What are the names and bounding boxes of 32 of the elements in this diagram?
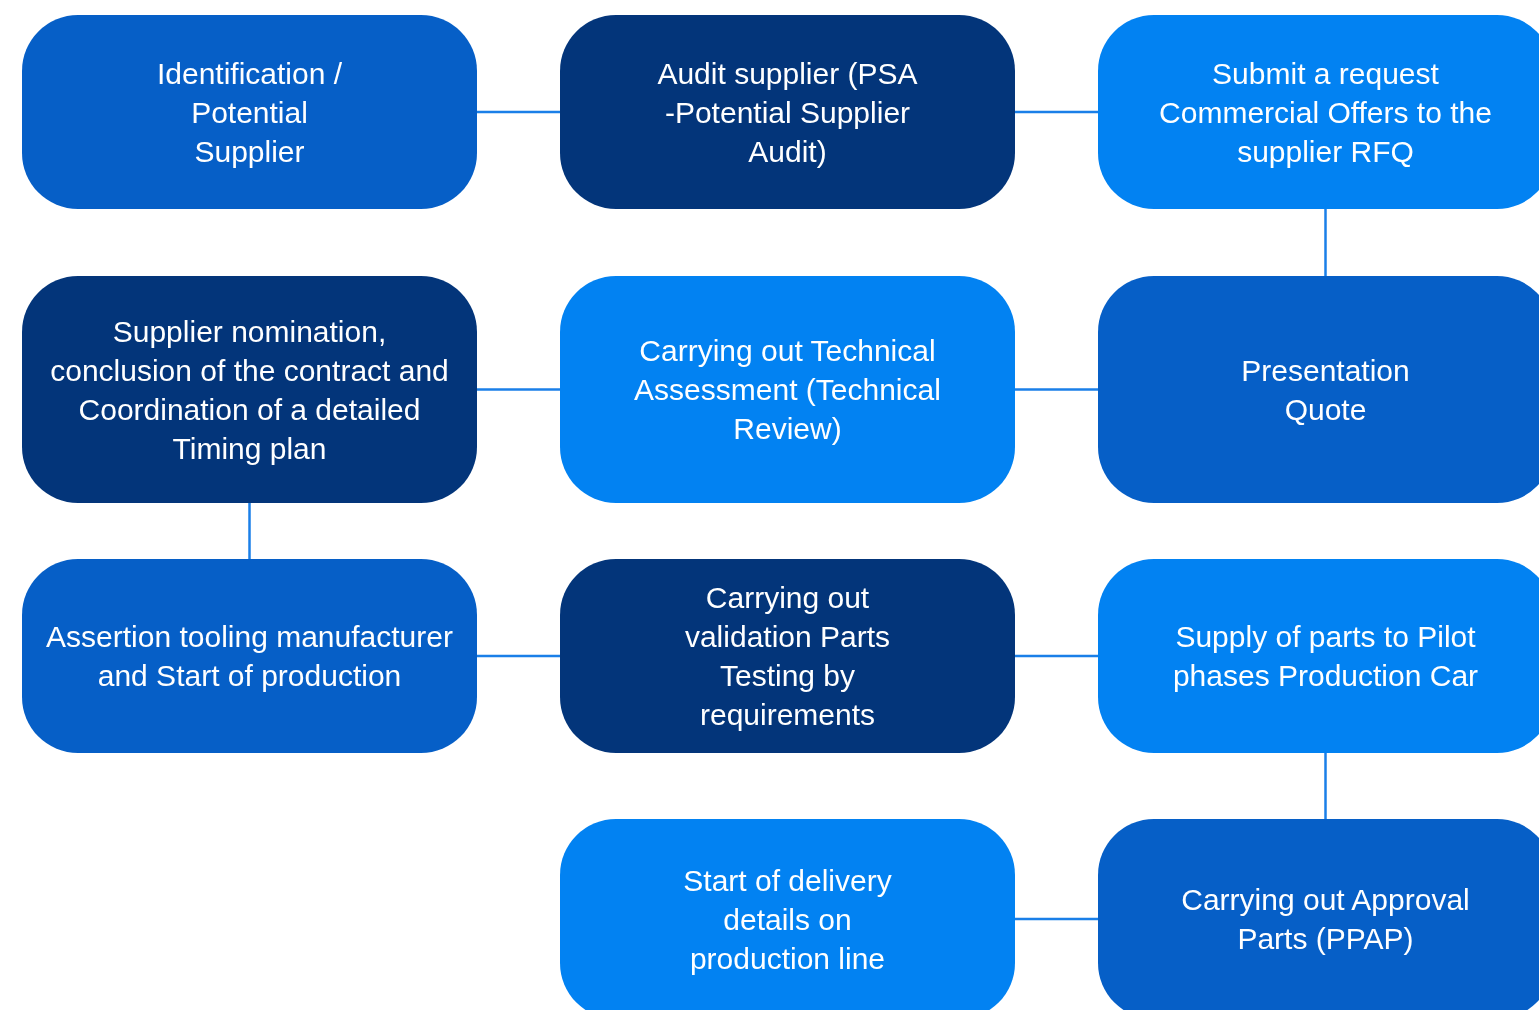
connector-line: [1015, 654, 1098, 658]
connector-line: [477, 110, 560, 114]
step-text: Submit a request Commercial Offers to the supplier RFQ: [1158, 55, 1493, 170]
process-box: [1098, 15, 1539, 209]
connector-line: [1324, 753, 1327, 819]
step-text: Supply of parts to Pilot phases Production Car: [1171, 619, 1480, 694]
process-box: [1098, 559, 1539, 753]
step-text: Carrying out Approval Parts (PPAP): [1180, 882, 1471, 957]
step-text: Presentation Quote: [1240, 352, 1411, 428]
connector-line: [477, 654, 560, 658]
connector-line: [477, 388, 560, 391]
step-text: Assertion tooling manufacturer and Start of production: [45, 619, 454, 694]
step-text: Identification / Potential Supplier: [155, 55, 344, 170]
process-box: [560, 559, 1015, 753]
connector-line: [1015, 388, 1098, 391]
process-box: [22, 15, 477, 209]
process-box: [560, 15, 1015, 209]
process-box: [1098, 819, 1539, 1010]
step-text: Audit supplier (PSA -Potential Supplier Audit): [656, 55, 919, 170]
connector-line: [1015, 917, 1098, 921]
step-text: Supplier nomination, conclusion of the contract and Coordination of a detailed Timing plan: [49, 313, 450, 467]
step-text: Start of delivery details on production line: [682, 862, 893, 977]
process-box: [1098, 276, 1539, 503]
step-text: Carrying out Technical Assessment (Technical Review): [633, 333, 942, 447]
connector-line: [248, 503, 251, 559]
process-box: [560, 819, 1015, 1010]
process-box: [560, 276, 1015, 503]
process-box: [22, 559, 477, 753]
connector-line: [1015, 110, 1098, 114]
step-text: Carrying out validation Parts Testing by requirements: [683, 580, 892, 733]
connector-line: [1324, 209, 1327, 276]
process-box: [22, 276, 477, 503]
